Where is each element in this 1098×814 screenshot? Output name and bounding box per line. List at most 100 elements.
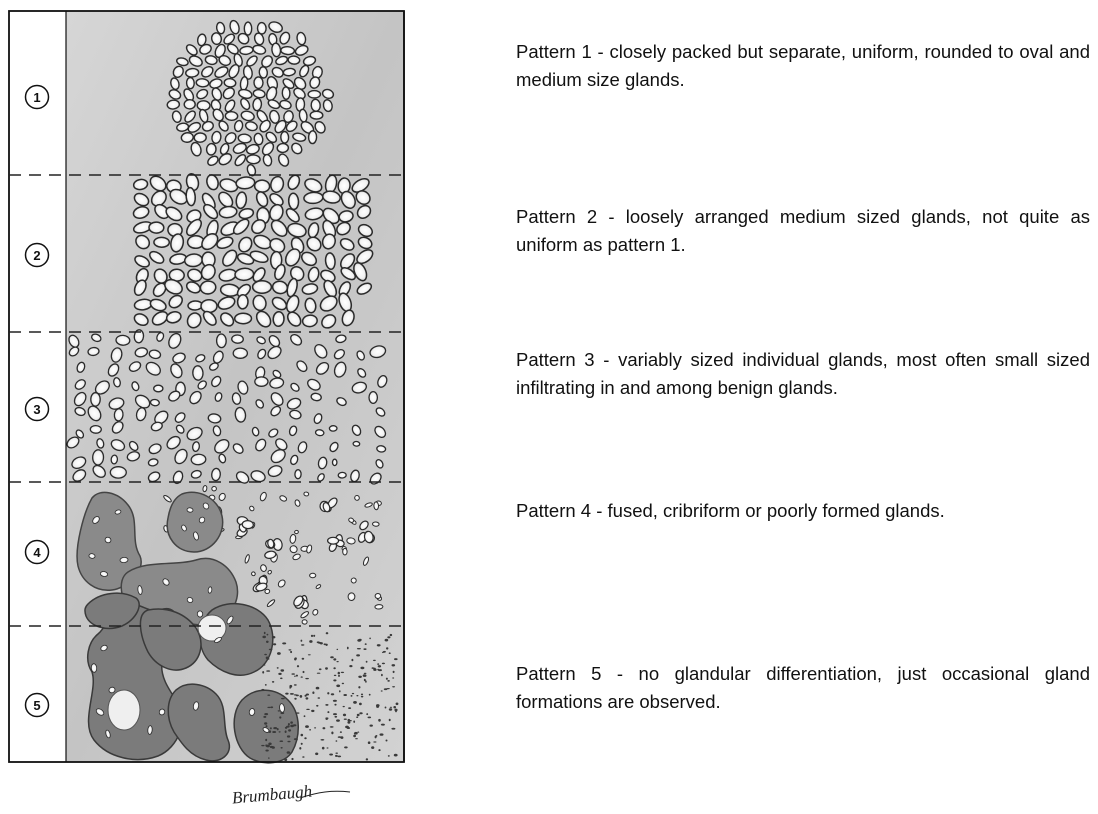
zone-label-3: 3	[26, 398, 49, 421]
tumor-cell	[273, 727, 277, 729]
tumor-cell	[267, 634, 269, 636]
tumor-cell	[262, 671, 264, 674]
tumor-cell	[266, 641, 269, 643]
tumor-cell	[361, 694, 363, 696]
tumor-cell	[385, 639, 389, 642]
tumor-cell	[335, 753, 338, 754]
tumor-cell	[334, 675, 337, 676]
gland	[186, 77, 194, 89]
tumor-cell	[280, 712, 284, 714]
gland	[91, 664, 97, 673]
zone-label-5: 5	[26, 694, 49, 717]
tumor-cell	[366, 661, 368, 663]
tumor-cell	[327, 747, 329, 748]
tumor-cell	[264, 632, 266, 634]
gland	[154, 237, 170, 247]
gland	[346, 537, 355, 544]
gland	[247, 155, 261, 164]
tumor-cell	[311, 710, 314, 712]
tumor-cell	[304, 715, 306, 717]
tumor-cell	[351, 659, 353, 662]
gland	[302, 620, 307, 625]
tumor-cell	[265, 684, 267, 686]
tumor-cell	[327, 692, 329, 694]
tumor-cell	[321, 739, 325, 741]
tumor-cell	[344, 719, 347, 720]
tumor-cell	[369, 694, 371, 696]
gland	[201, 300, 217, 313]
gland	[255, 377, 268, 386]
tumor-cell	[309, 640, 312, 643]
tumor-cell	[294, 676, 296, 677]
tumor-cell	[358, 676, 362, 678]
tumor-cell	[314, 727, 316, 728]
tumor-cell	[366, 713, 368, 715]
tumor-cell	[333, 713, 337, 715]
tumor-cell	[338, 756, 342, 758]
tumor-cell	[294, 738, 298, 740]
tumor-cell	[376, 704, 380, 707]
tumor-cell	[356, 695, 358, 696]
pattern-3-description: Pattern 3 - variably sized individual gl…	[516, 346, 1090, 402]
gland	[242, 520, 254, 529]
tumor-cell	[359, 639, 362, 641]
zone-label-text: 2	[33, 248, 40, 263]
gland	[253, 281, 272, 293]
tumor-cell	[290, 725, 294, 728]
gland	[150, 399, 160, 406]
gland	[328, 537, 339, 544]
gland	[308, 91, 320, 98]
tumor-cell	[333, 658, 336, 660]
tumor-cell	[364, 679, 366, 682]
tumor-cell	[318, 642, 321, 644]
tumor-cell	[360, 667, 364, 670]
tumor-cell	[269, 649, 273, 651]
tumor-cell	[301, 734, 304, 737]
tumor-cell	[342, 683, 344, 684]
tumor-cell	[382, 663, 385, 665]
tumor-cell	[359, 703, 362, 706]
tumor-cell	[363, 674, 367, 677]
gland	[147, 725, 152, 734]
gland	[197, 100, 210, 110]
gland	[333, 459, 337, 465]
tumor-cell	[302, 756, 304, 758]
tumor-cell	[325, 667, 328, 669]
tumor-cell	[331, 693, 334, 695]
tumor-cell	[394, 754, 398, 757]
gland	[353, 441, 360, 446]
tumor-cell	[337, 649, 339, 650]
tumor-cell	[348, 707, 351, 709]
gland	[231, 335, 243, 344]
tumor-cell	[273, 643, 276, 645]
tumor-cell	[306, 697, 309, 699]
label-column	[9, 11, 66, 762]
zone-label-text: 1	[33, 90, 40, 105]
zone-label-2: 2	[26, 244, 49, 267]
tumor-cell	[339, 690, 341, 692]
tumor-cell	[281, 669, 285, 671]
tumor-cell	[278, 710, 281, 711]
tumor-cell	[318, 697, 321, 699]
tumor-cell	[267, 707, 271, 708]
tumor-cell	[303, 671, 305, 673]
tumor-cell	[280, 678, 283, 680]
tumor-cell	[285, 693, 288, 695]
gland	[216, 334, 226, 348]
tumor-cell	[396, 703, 399, 706]
pattern-1-description: Pattern 1 - closely packed but separate,…	[516, 38, 1090, 94]
gland	[235, 268, 254, 281]
tumor-cell	[348, 719, 351, 722]
zone-label-text: 5	[33, 698, 40, 713]
tumor-cell	[287, 741, 290, 743]
gland	[116, 335, 130, 346]
tumor-cell	[381, 690, 383, 691]
tumor-cell	[359, 712, 362, 714]
gland	[154, 385, 163, 392]
gland	[304, 492, 309, 497]
tumor-cell	[373, 741, 376, 742]
tumor-cell	[336, 719, 340, 721]
tumor-cell	[393, 706, 396, 708]
tumor-cell	[377, 644, 381, 646]
gland	[369, 392, 377, 404]
